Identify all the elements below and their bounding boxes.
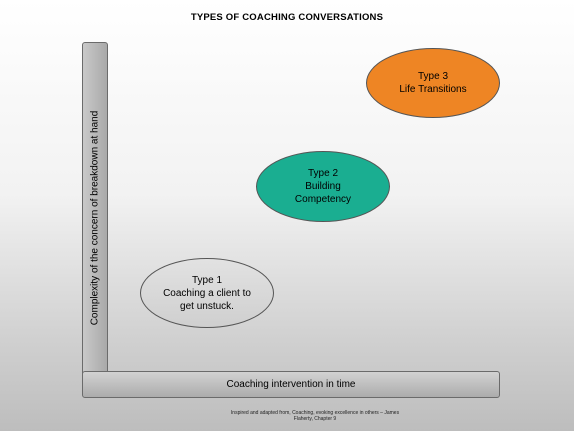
- y-axis-label: Complexity of the concern of breakdown a…: [89, 110, 101, 326]
- type-2-title: Type 2: [307, 168, 339, 179]
- x-axis-bar: Coaching intervention in time: [82, 371, 500, 398]
- type-1-line-2: Coaching a client to: [163, 287, 251, 299]
- type-3-ellipse: Type 3 Life Transitions: [366, 48, 500, 118]
- type-3-line-2: Life Transitions: [399, 84, 467, 95]
- type-1-ellipse: Type 1 Coaching a client to get unstuck.: [140, 258, 274, 328]
- type-1-title: Type 1: [191, 274, 223, 286]
- y-axis-bar: [82, 42, 108, 376]
- type-3-title: Type 3: [417, 71, 449, 82]
- footnote-line-2: Flaherty, Chapter 9: [293, 416, 337, 422]
- x-axis-label: Coaching intervention in time: [226, 379, 356, 390]
- footnote-line-1: Inspired and adapted from, Coaching, evo…: [230, 410, 400, 416]
- diagram-title: TYPES OF COACHING CONVERSATIONS: [190, 12, 384, 23]
- type-2-ellipse: Type 2 Building Competency: [256, 151, 390, 222]
- type-1-line-3: get unstuck.: [180, 300, 234, 312]
- type-2-line-2: Building: [305, 181, 341, 192]
- type-2-line-3: Competency: [294, 194, 352, 205]
- source-footnote: Inspired and adapted from, Coaching, evo…: [200, 410, 430, 422]
